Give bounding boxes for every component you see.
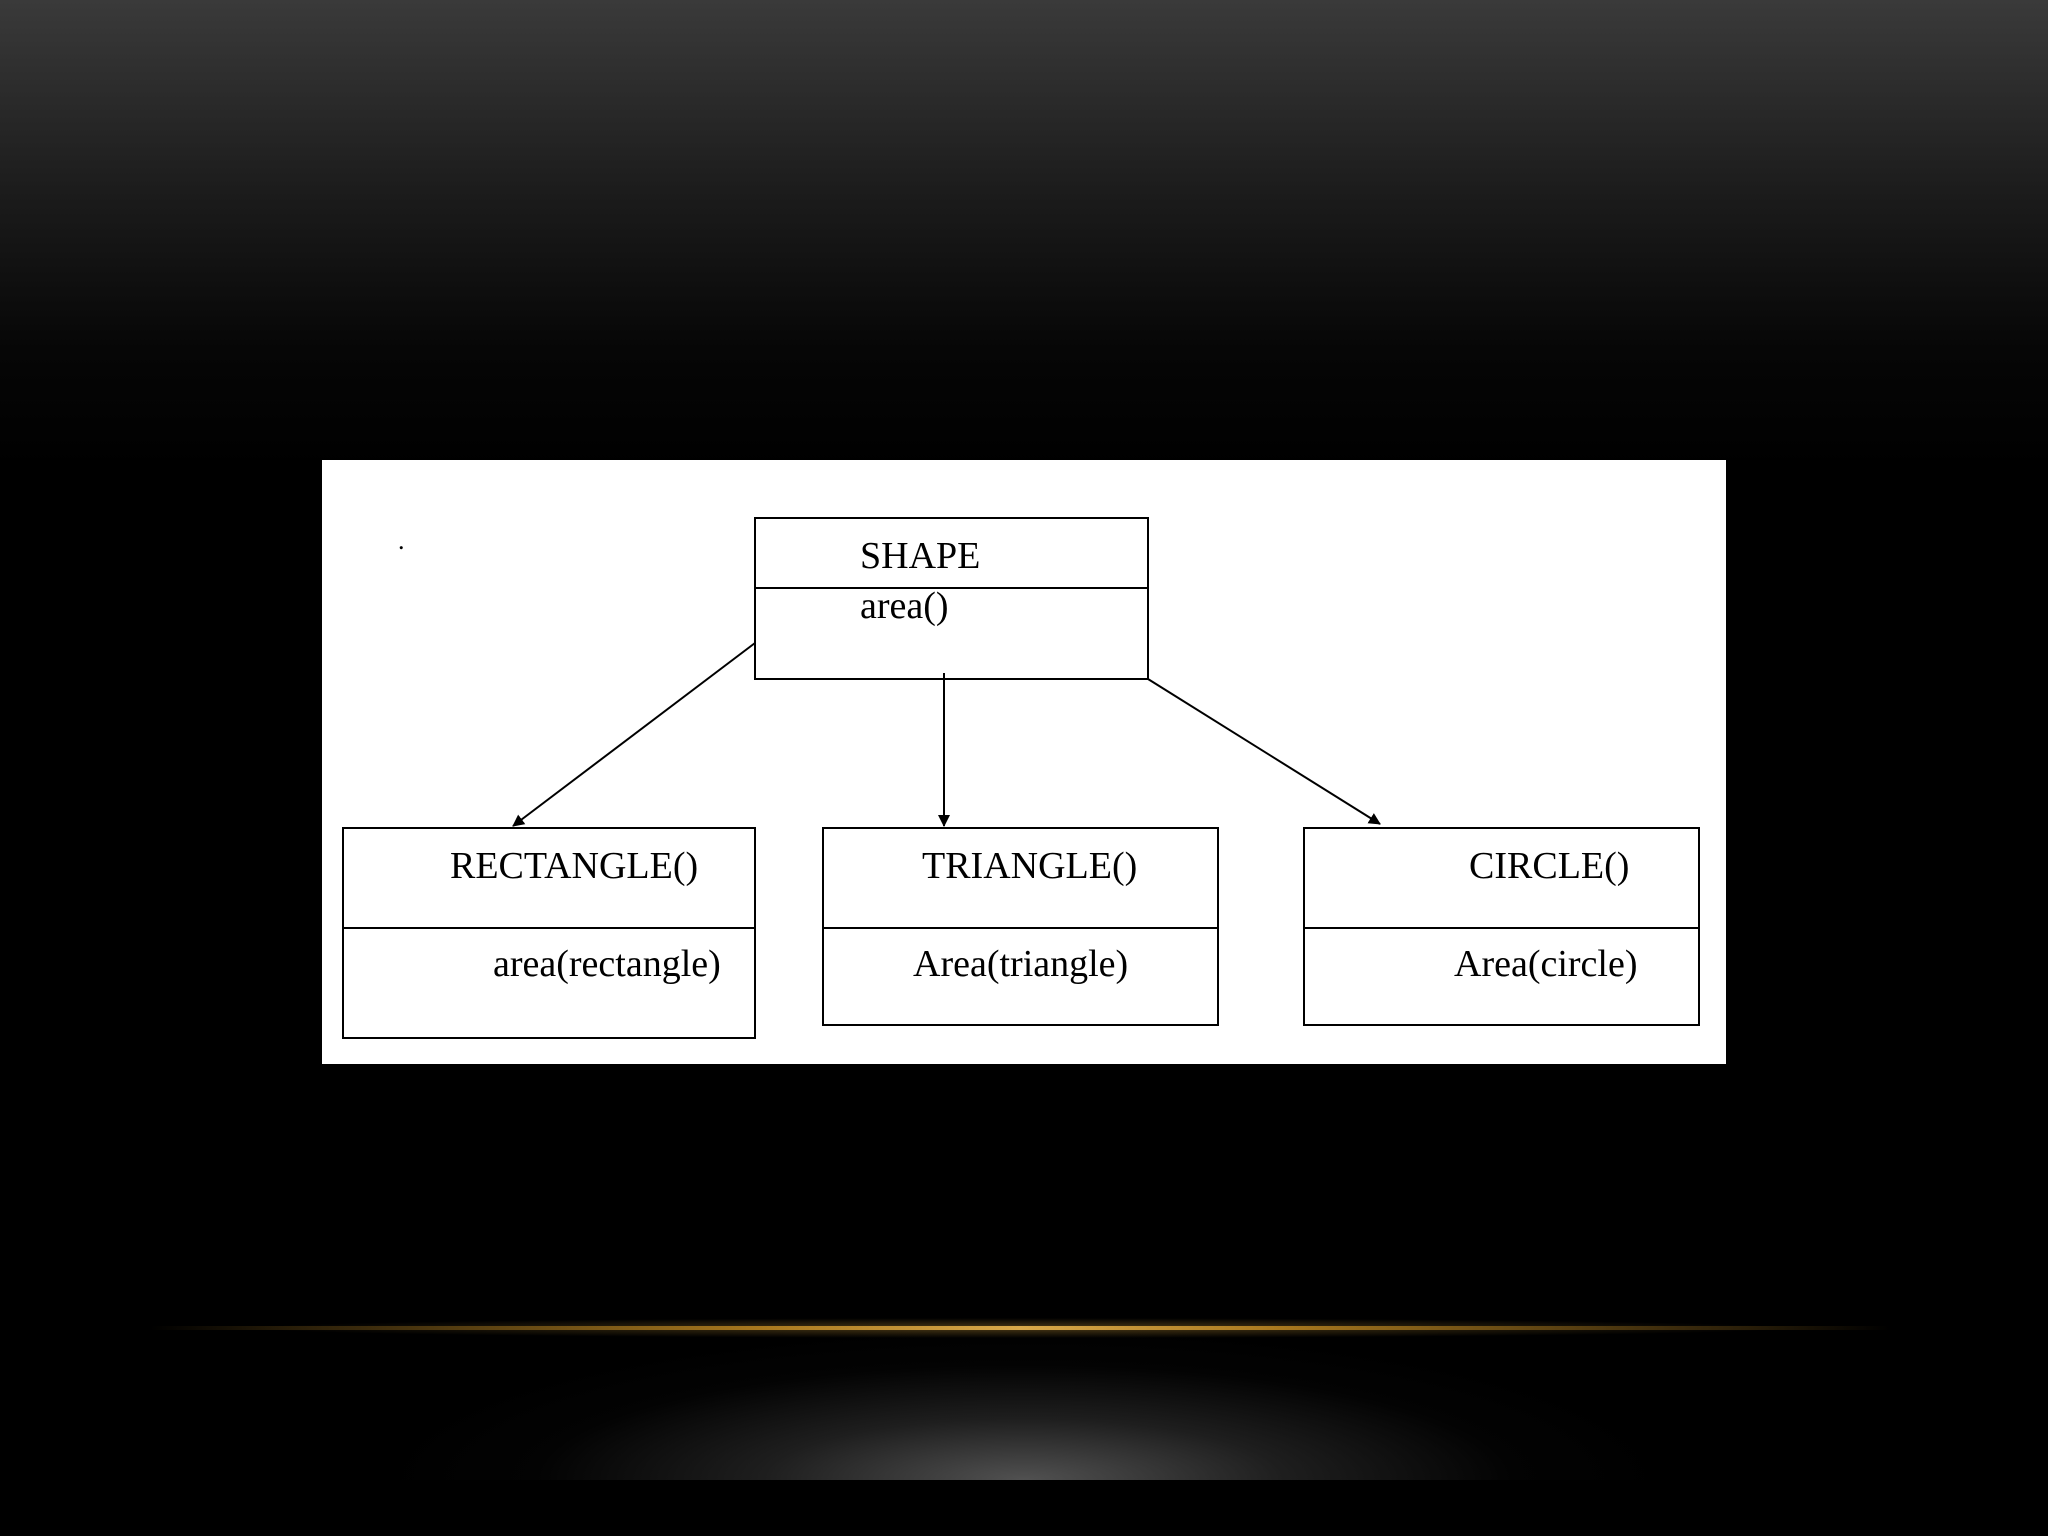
triangle-class-name: TRIANGLE() (922, 845, 1137, 887)
shape-class-method: area() (860, 585, 949, 627)
class-diagram: . SHAPE area() RECTANGLE() area(rectangl… (342, 517, 1700, 1039)
arrow-to-circle (1147, 678, 1381, 825)
circle-class-box: CIRCLE() Area(circle) (1303, 827, 1700, 1026)
rectangle-class-box: RECTANGLE() area(rectangle) (342, 827, 756, 1039)
circle-class-method: Area(circle) (1454, 943, 1638, 985)
rectangle-class-method: area(rectangle) (493, 943, 721, 985)
gold-accent-line (150, 1326, 1890, 1330)
diagram-panel: . SHAPE area() RECTANGLE() area(rectangl… (322, 460, 1726, 1064)
circle-class-name: CIRCLE() (1469, 845, 1629, 887)
floor-glow (374, 1140, 1674, 1480)
shape-class-box: SHAPE area() (754, 517, 1149, 680)
circle-box-border (1303, 827, 1700, 1026)
shape-box-border (754, 517, 1149, 680)
triangle-class-box: TRIANGLE() Area(triangle) (822, 827, 1219, 1026)
shape-class-name: SHAPE (860, 535, 980, 577)
arrow-to-rectangle (512, 642, 756, 827)
rectangle-box-border (342, 827, 756, 1039)
triangle-class-method: Area(triangle) (913, 943, 1128, 985)
stray-dot: . (398, 526, 405, 555)
triangle-box-border (822, 827, 1219, 1026)
rectangle-class-name: RECTANGLE() (450, 845, 698, 887)
